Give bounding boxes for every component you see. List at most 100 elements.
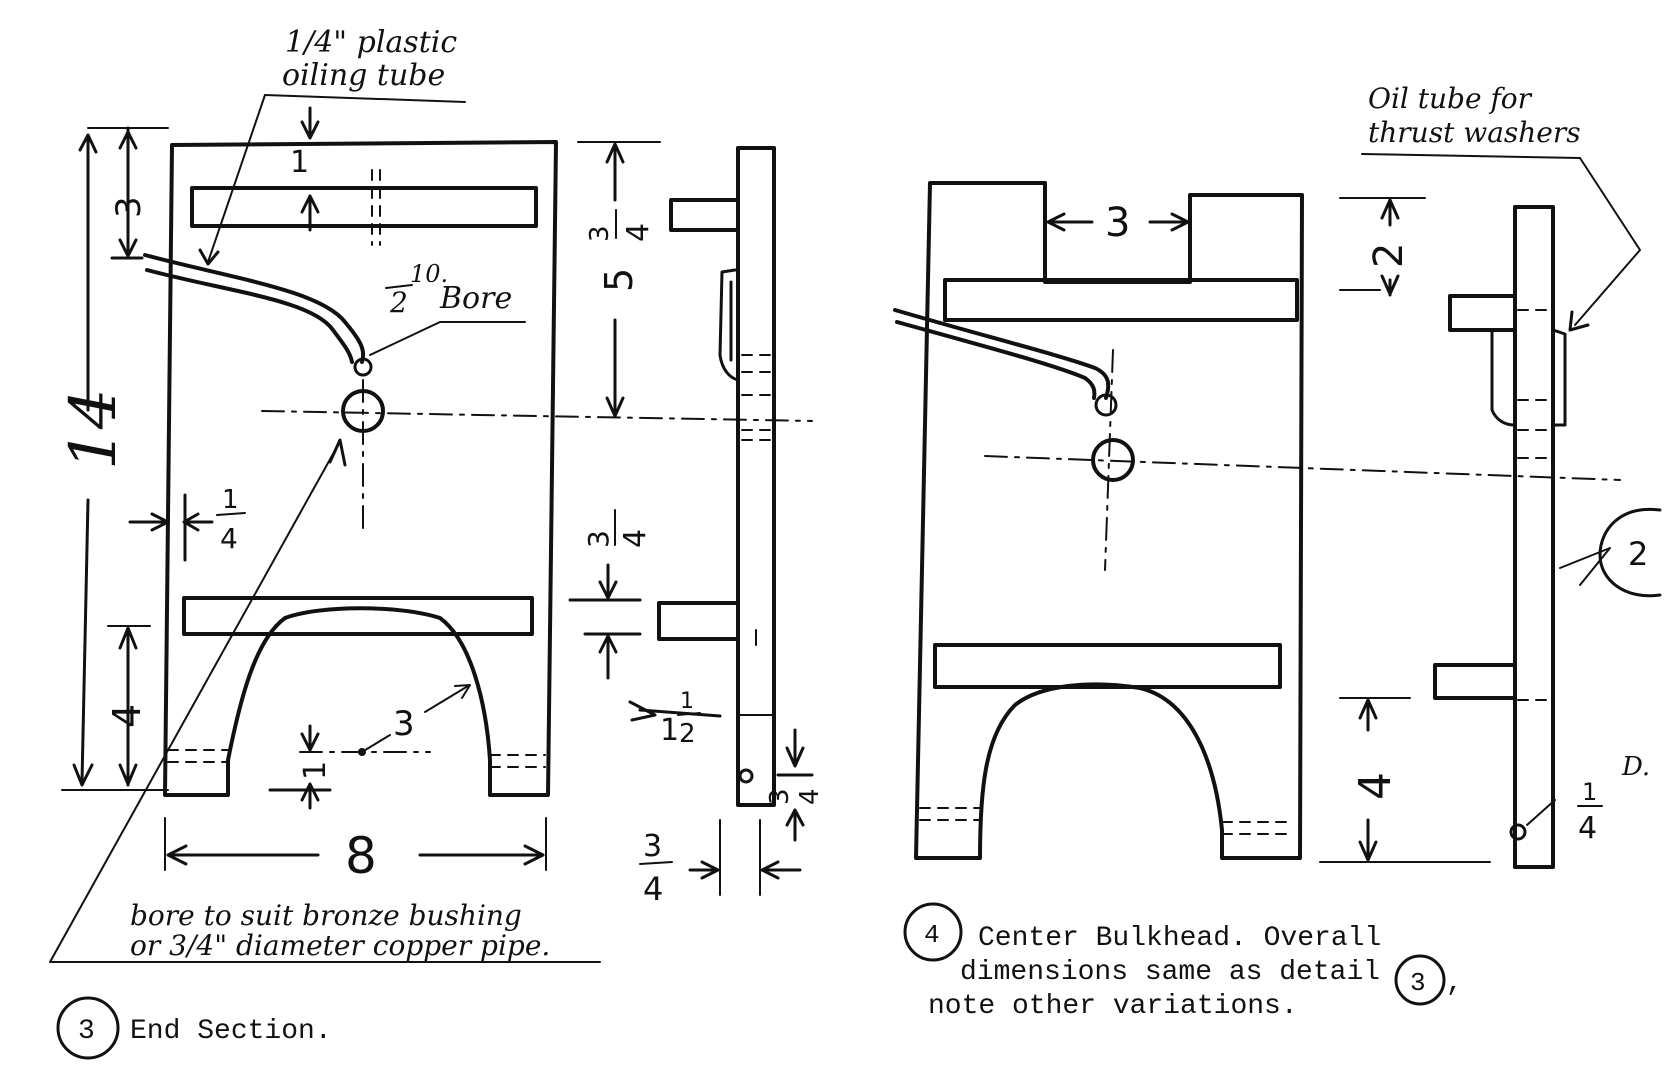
side-dim-4: 4 bbox=[621, 223, 656, 242]
detail-3-end-section: 1/4" plastic oiling tube 1 10. 2 Bore 14… bbox=[49, 25, 825, 1060]
end-section-outline bbox=[163, 140, 558, 797]
side-5-3-4-dim bbox=[605, 142, 625, 418]
arch-dim-3: 3 bbox=[393, 704, 415, 744]
top-crossbar bbox=[190, 186, 538, 228]
side-view-tube bbox=[718, 268, 740, 382]
arch-radius-leader bbox=[361, 684, 471, 753]
oil-tube-label-line1: Oil tube for bbox=[1368, 82, 1533, 115]
oiling-tube bbox=[143, 253, 366, 364]
width-dim-line bbox=[166, 844, 545, 866]
bulkhead-outline bbox=[914, 181, 1304, 860]
foot-hidden-lines-left bbox=[167, 749, 229, 763]
callout-circle-4 bbox=[903, 902, 963, 962]
pin-dim-num: 1 bbox=[1582, 778, 1597, 806]
side-view-bottom-cleat bbox=[657, 601, 740, 641]
caption-comma: , bbox=[1446, 968, 1463, 999]
end-section-caption: End Section. bbox=[130, 1016, 332, 1047]
bore-label: Bore bbox=[439, 281, 512, 316]
side-view-marks bbox=[737, 629, 775, 716]
one-half-dim bbox=[628, 700, 722, 722]
callout-3-number: 3 bbox=[78, 1016, 95, 1047]
bulkhead-bottom-dim-4: 4 bbox=[1350, 772, 1401, 800]
bulkhead-caption-line2: dimensions same as detail bbox=[960, 957, 1380, 988]
arch-height-dim bbox=[268, 724, 332, 810]
bore-note-arrow bbox=[328, 438, 347, 467]
gap-3-dim bbox=[1046, 212, 1190, 232]
thickness-den: 4 bbox=[643, 870, 663, 908]
tube-leader-arrow bbox=[198, 248, 220, 266]
bulkhead-side-tube bbox=[1490, 328, 1567, 427]
width-dim-8: 8 bbox=[345, 827, 377, 885]
top-left-3-dim bbox=[110, 126, 144, 260]
bulkhead-side-pin bbox=[1509, 823, 1527, 841]
tube-label-line1: 1/4" plastic bbox=[285, 25, 457, 60]
quarter-side-den: 4 bbox=[220, 522, 238, 555]
height-dim-14: 14 bbox=[57, 389, 131, 470]
bulkhead-bottom-crossbar bbox=[933, 643, 1282, 689]
thickness-num: 3 bbox=[643, 829, 662, 864]
bulkhead-bore-circle bbox=[1091, 438, 1135, 482]
bore-frac-num: 10. bbox=[410, 260, 448, 288]
pin-leader bbox=[1526, 799, 1556, 826]
callout-circle-3 bbox=[56, 996, 120, 1060]
half-dim-whole: 1 bbox=[660, 713, 679, 748]
mid-dim-3: 3 bbox=[582, 530, 615, 548]
tube-label-line2: oiling tube bbox=[282, 58, 445, 93]
foot-hidden-lines-right bbox=[489, 754, 546, 768]
bulkhead-vertical-centerline bbox=[1104, 349, 1114, 571]
horizontal-centerline bbox=[261, 410, 813, 422]
pin-dim-4: 4 bbox=[795, 788, 825, 805]
top-dim-2: 2 bbox=[1366, 243, 1412, 268]
top-2-dim bbox=[1380, 198, 1400, 297]
quarter-side-bar bbox=[216, 512, 246, 516]
top-2-ext bbox=[1339, 197, 1426, 291]
half-dim-den: 2 bbox=[679, 719, 696, 749]
top-dim-arrows bbox=[300, 106, 320, 232]
bulkhead-foot-hidden-right bbox=[1221, 821, 1291, 835]
oil-tube-leader bbox=[1574, 157, 1641, 326]
thickness-dim bbox=[688, 860, 802, 880]
gap-dim-3: 3 bbox=[1105, 200, 1130, 246]
bulkhead-side-board bbox=[1513, 205, 1555, 869]
tube-label-underline bbox=[264, 94, 466, 103]
caption-ref-3: 3 bbox=[1410, 968, 1426, 998]
pin-dim-d: D. bbox=[1621, 752, 1650, 782]
top-dim-1: 1 bbox=[290, 145, 309, 180]
bottom-dim-4: 4 bbox=[105, 704, 149, 728]
bore-label-leader bbox=[369, 321, 526, 356]
side-view-hidden bbox=[741, 354, 773, 441]
mid-dim-4: 4 bbox=[618, 529, 653, 548]
oil-tube-label-underline bbox=[1361, 153, 1581, 159]
oiling-hole bbox=[353, 357, 373, 377]
bulkhead-top-crossbar bbox=[943, 278, 1299, 322]
half-dim-bar bbox=[677, 712, 701, 716]
bulkhead-caption-line3: note other variations. bbox=[928, 991, 1298, 1022]
top-bar-centerline bbox=[371, 169, 381, 246]
bottom-4-ext-bulkhead bbox=[1319, 697, 1491, 863]
arch-dim-1: 1 bbox=[298, 761, 333, 780]
bore-frac-bar bbox=[385, 284, 413, 289]
bulkhead-oil-hole bbox=[1094, 393, 1118, 417]
bore-note-line2: or 3/4" diameter copper pipe. bbox=[130, 929, 550, 962]
bottom-crossbar bbox=[182, 596, 534, 636]
bottom-4-dim bbox=[118, 626, 138, 787]
caption-ref-circle-3 bbox=[1394, 954, 1446, 1006]
side-dim-3: 3 bbox=[585, 225, 615, 242]
oil-tube-leader-arrow bbox=[1568, 310, 1590, 332]
side-dim-5: 5 bbox=[597, 268, 641, 292]
bulkhead-horizontal-centerline bbox=[984, 455, 1621, 481]
top-left-dim-3: 3 bbox=[109, 196, 149, 218]
bulkhead-side-hidden bbox=[1517, 309, 1551, 701]
side-view-pin bbox=[738, 768, 754, 784]
bulkhead-oil-tube bbox=[893, 308, 1111, 400]
oil-tube-label-line2: thrust washers bbox=[1368, 116, 1581, 149]
bulkhead-caption-line1: Center Bulkhead. Overall bbox=[978, 923, 1381, 954]
bore-note-line1: bore to suit bronze bushing bbox=[130, 899, 522, 932]
side-view-top-cleat bbox=[669, 198, 740, 232]
detail-4-center-bulkhead: 3 2 Oil tube for thrust washers 2 4 1 4 … bbox=[893, 82, 1662, 1022]
bulkhead-side-top-cleat bbox=[1448, 294, 1517, 332]
thickness-bar bbox=[639, 861, 673, 865]
bore-frac-den: 2 bbox=[389, 286, 408, 319]
thickness-ext bbox=[719, 819, 761, 896]
